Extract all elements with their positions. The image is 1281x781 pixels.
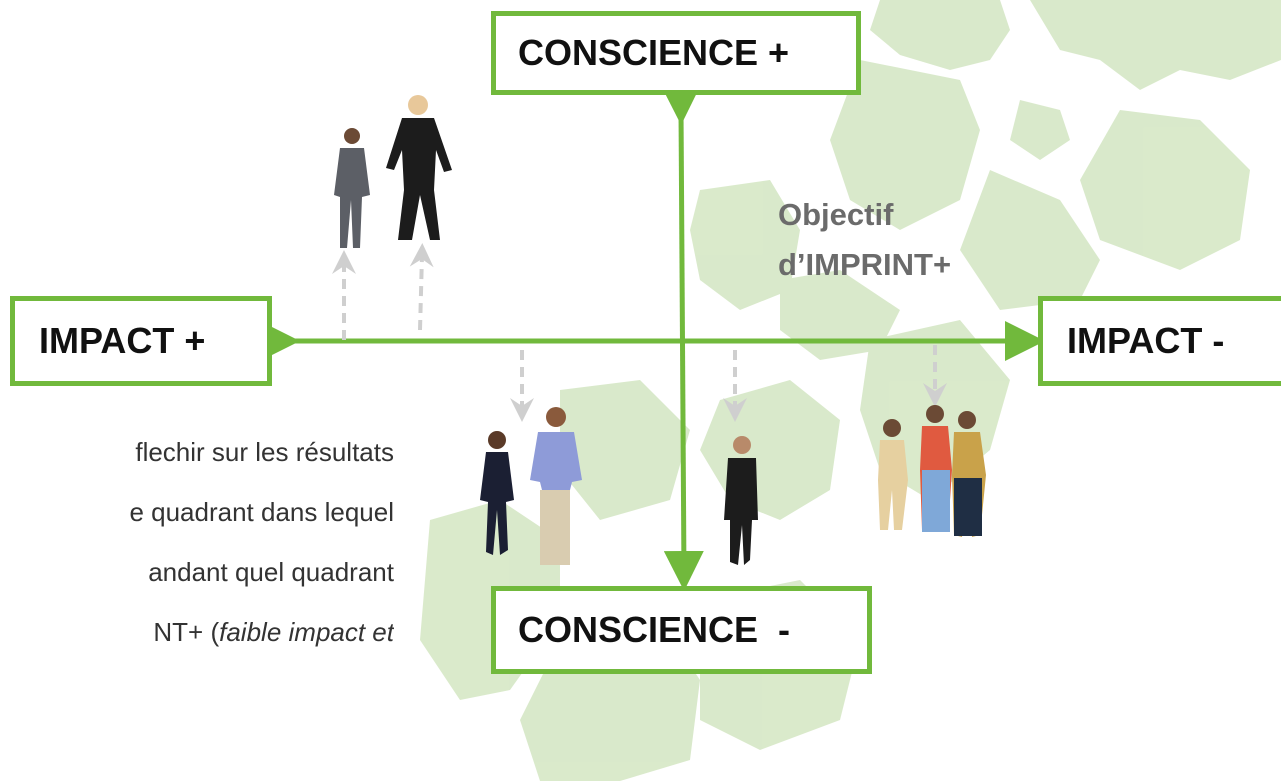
person-figure (724, 436, 758, 565)
paragraph-line-4-italic: faible impact et (219, 617, 394, 647)
map-region (560, 380, 690, 520)
person-figure (334, 128, 370, 248)
map-region (830, 60, 980, 230)
person-figure (878, 419, 908, 530)
impact-plus-label: IMPACT + (39, 320, 206, 361)
body-paragraph: flechir sur les résultats e quadrant dan… (0, 422, 394, 662)
person-figure (386, 95, 452, 240)
map-region (700, 380, 840, 520)
map-region (870, 0, 1010, 70)
impact-plus-box: IMPACT + (10, 296, 272, 386)
map-region (1010, 100, 1070, 160)
conscience-minus-label: CONSCIENCE - (518, 609, 791, 650)
paragraph-line-4-normal: NT+ ( (153, 617, 220, 647)
paragraph-line-4: NT+ (faible impact et (0, 602, 394, 662)
objectif-annotation: Objectif d’IMPRINT+ (778, 190, 951, 290)
map-region (1080, 110, 1250, 270)
paragraph-line-2: e quadrant dans lequel (129, 497, 394, 527)
paragraph-line-3: andant quel quadrant (148, 557, 394, 587)
paragraph-line-1: flechir sur les résultats (135, 437, 394, 467)
dashed-arrows (332, 243, 947, 422)
map-region (690, 180, 800, 310)
person-figure (530, 407, 582, 565)
conscience-plus-box: CONSCIENCE + (491, 11, 861, 95)
person-figure (920, 405, 952, 532)
dashed-arrow-up (409, 243, 434, 331)
vertical-axis (660, 84, 704, 591)
person-figure (480, 431, 514, 555)
impact-minus-label: IMPACT - (1067, 320, 1225, 361)
person-figure (952, 411, 986, 537)
conscience-plus-label: CONSCIENCE + (518, 32, 790, 73)
map-region (1030, 0, 1281, 90)
impact-minus-box: IMPACT - (1038, 296, 1281, 386)
objectif-line-1: Objectif (778, 197, 894, 232)
conscience-minus-box: CONSCIENCE - (491, 586, 872, 674)
objectif-line-2: d’IMPRINT+ (778, 247, 952, 282)
map-region (960, 170, 1100, 310)
